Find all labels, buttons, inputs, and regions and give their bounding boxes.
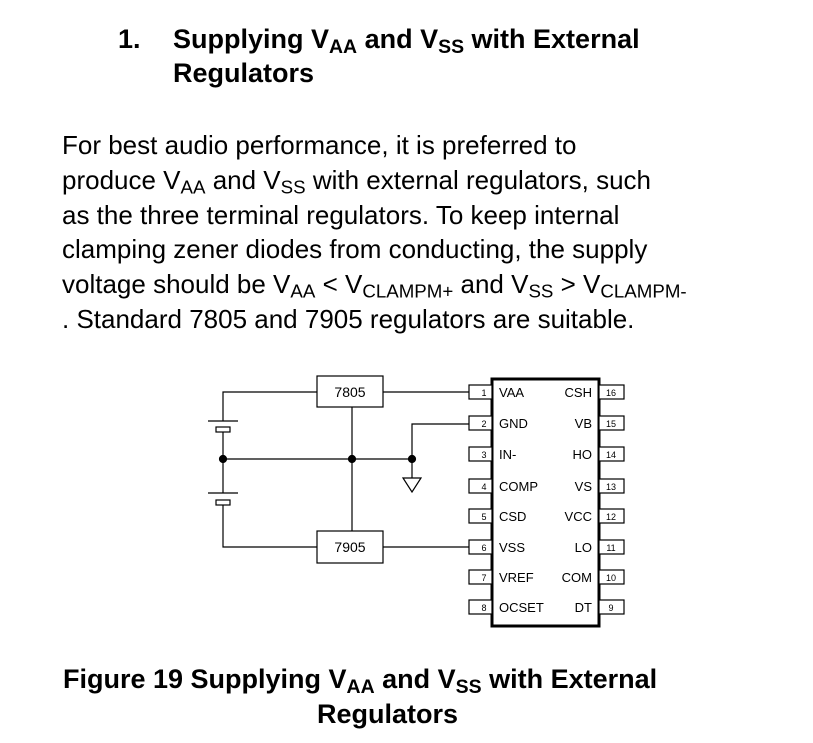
subscript: AA — [180, 176, 206, 198]
pin-name: DT — [575, 600, 592, 615]
pin-number: 4 — [481, 482, 486, 492]
pin-box — [598, 478, 625, 494]
subscript: AA — [290, 280, 316, 302]
pin-box — [468, 599, 493, 615]
pin-number: 13 — [606, 482, 616, 492]
section-number: 1. — [118, 24, 141, 54]
pin-name: VAA — [499, 385, 524, 400]
regulator-7805-label: 7805 — [334, 384, 365, 400]
subscript: CLAMPM- — [600, 280, 687, 302]
pin-name: IN- — [499, 447, 516, 462]
subscript: CLAMPM+ — [362, 280, 454, 302]
text: produce V — [62, 164, 181, 195]
pin-box — [468, 569, 493, 585]
battery-plate — [215, 499, 231, 506]
subscript: AA — [346, 675, 375, 698]
pin-name: GND — [499, 416, 528, 431]
pin-box — [468, 384, 493, 400]
subscript: SS — [438, 35, 465, 58]
ic-body — [490, 377, 601, 628]
pin-number: 2 — [481, 419, 486, 429]
wire — [411, 423, 469, 478]
junction-dot — [218, 454, 228, 464]
body-line: . Standard 7805 and 7905 regulators are … — [62, 303, 635, 334]
pin-box — [598, 599, 625, 615]
pin-name: VSS — [499, 540, 525, 555]
pin-number: 1 — [481, 388, 486, 398]
pin-number: 6 — [481, 543, 486, 553]
pin-number: 9 — [608, 603, 613, 613]
text: and V — [453, 269, 529, 300]
pin-box — [468, 508, 493, 524]
pin-number: 10 — [606, 573, 616, 583]
text: and V — [205, 164, 281, 195]
pin-box — [598, 508, 625, 524]
figure-caption-line1: Figure 19 Supplying VAA and VSS with Ext… — [63, 664, 658, 698]
pin-box — [598, 415, 625, 431]
ground-icon — [401, 477, 423, 494]
pin-box — [468, 478, 493, 494]
pin-box — [598, 446, 625, 462]
body-line: voltage should be VAA < VCLAMPM+ and VSS… — [62, 267, 687, 302]
text: Figure 19 Supplying V — [63, 664, 347, 694]
text: voltage should be V — [62, 269, 291, 300]
pin-name: VREF — [499, 570, 534, 585]
pin-name: COMP — [499, 479, 538, 494]
pin-number: 3 — [481, 450, 486, 460]
subscript: AA — [329, 35, 358, 58]
pin-box — [598, 569, 625, 585]
pin-box — [598, 384, 625, 400]
pin-name: CSD — [499, 509, 526, 524]
pin-name: VCC — [565, 509, 592, 524]
body-line: as the three terminal regulators. To kee… — [62, 199, 620, 230]
junction-dot — [407, 454, 417, 464]
pin-number: 11 — [606, 543, 615, 553]
junction-dot — [347, 454, 357, 464]
pin-number: 8 — [481, 603, 486, 613]
text: with external regulators, such — [305, 164, 651, 195]
heading-text: Supplying V — [173, 24, 330, 54]
pin-number: 15 — [606, 419, 616, 429]
body-paragraph: For best audio performance, it is prefer… — [62, 128, 687, 337]
text: < V — [315, 269, 363, 300]
battery-plate — [215, 426, 231, 433]
pin-box — [468, 446, 493, 462]
subscript: SS — [528, 280, 554, 302]
body-line: produce VAA and VSS with external regula… — [62, 163, 687, 198]
text: > V — [553, 269, 601, 300]
body-line: For best audio performance, it is prefer… — [62, 130, 577, 160]
pin-name: COM — [562, 570, 592, 585]
pin-box — [598, 539, 625, 555]
body-line: clamping zener diodes from conducting, t… — [62, 234, 648, 265]
pin-name: VB — [575, 416, 592, 431]
pin-number: 7 — [481, 573, 486, 583]
text: and V — [374, 664, 456, 694]
pin-name: VS — [575, 479, 593, 494]
pin-name: CSH — [565, 385, 592, 400]
pin-box — [468, 415, 493, 431]
section-heading-line2: Regulators — [173, 58, 315, 88]
figure-caption-line2: Regulators — [317, 699, 459, 729]
wire — [222, 391, 317, 421]
pin-number: 16 — [606, 388, 616, 398]
pin-name: HO — [573, 447, 593, 462]
subscript: SS — [455, 675, 482, 698]
wire — [222, 505, 317, 548]
pin-name: LO — [575, 540, 592, 555]
regulator-7905-label: 7905 — [334, 539, 365, 555]
heading-text: and V — [357, 24, 439, 54]
text: with External — [481, 664, 658, 694]
pin-name: OCSET — [499, 600, 544, 615]
heading-text: with External — [464, 24, 640, 54]
pin-box — [468, 539, 493, 555]
pin-number: 5 — [481, 512, 486, 522]
section-heading-line1: Supplying VAA and VSS with External — [173, 24, 640, 58]
pin-number: 12 — [606, 512, 616, 522]
pin-number: 14 — [606, 450, 616, 460]
subscript: SS — [280, 176, 306, 198]
